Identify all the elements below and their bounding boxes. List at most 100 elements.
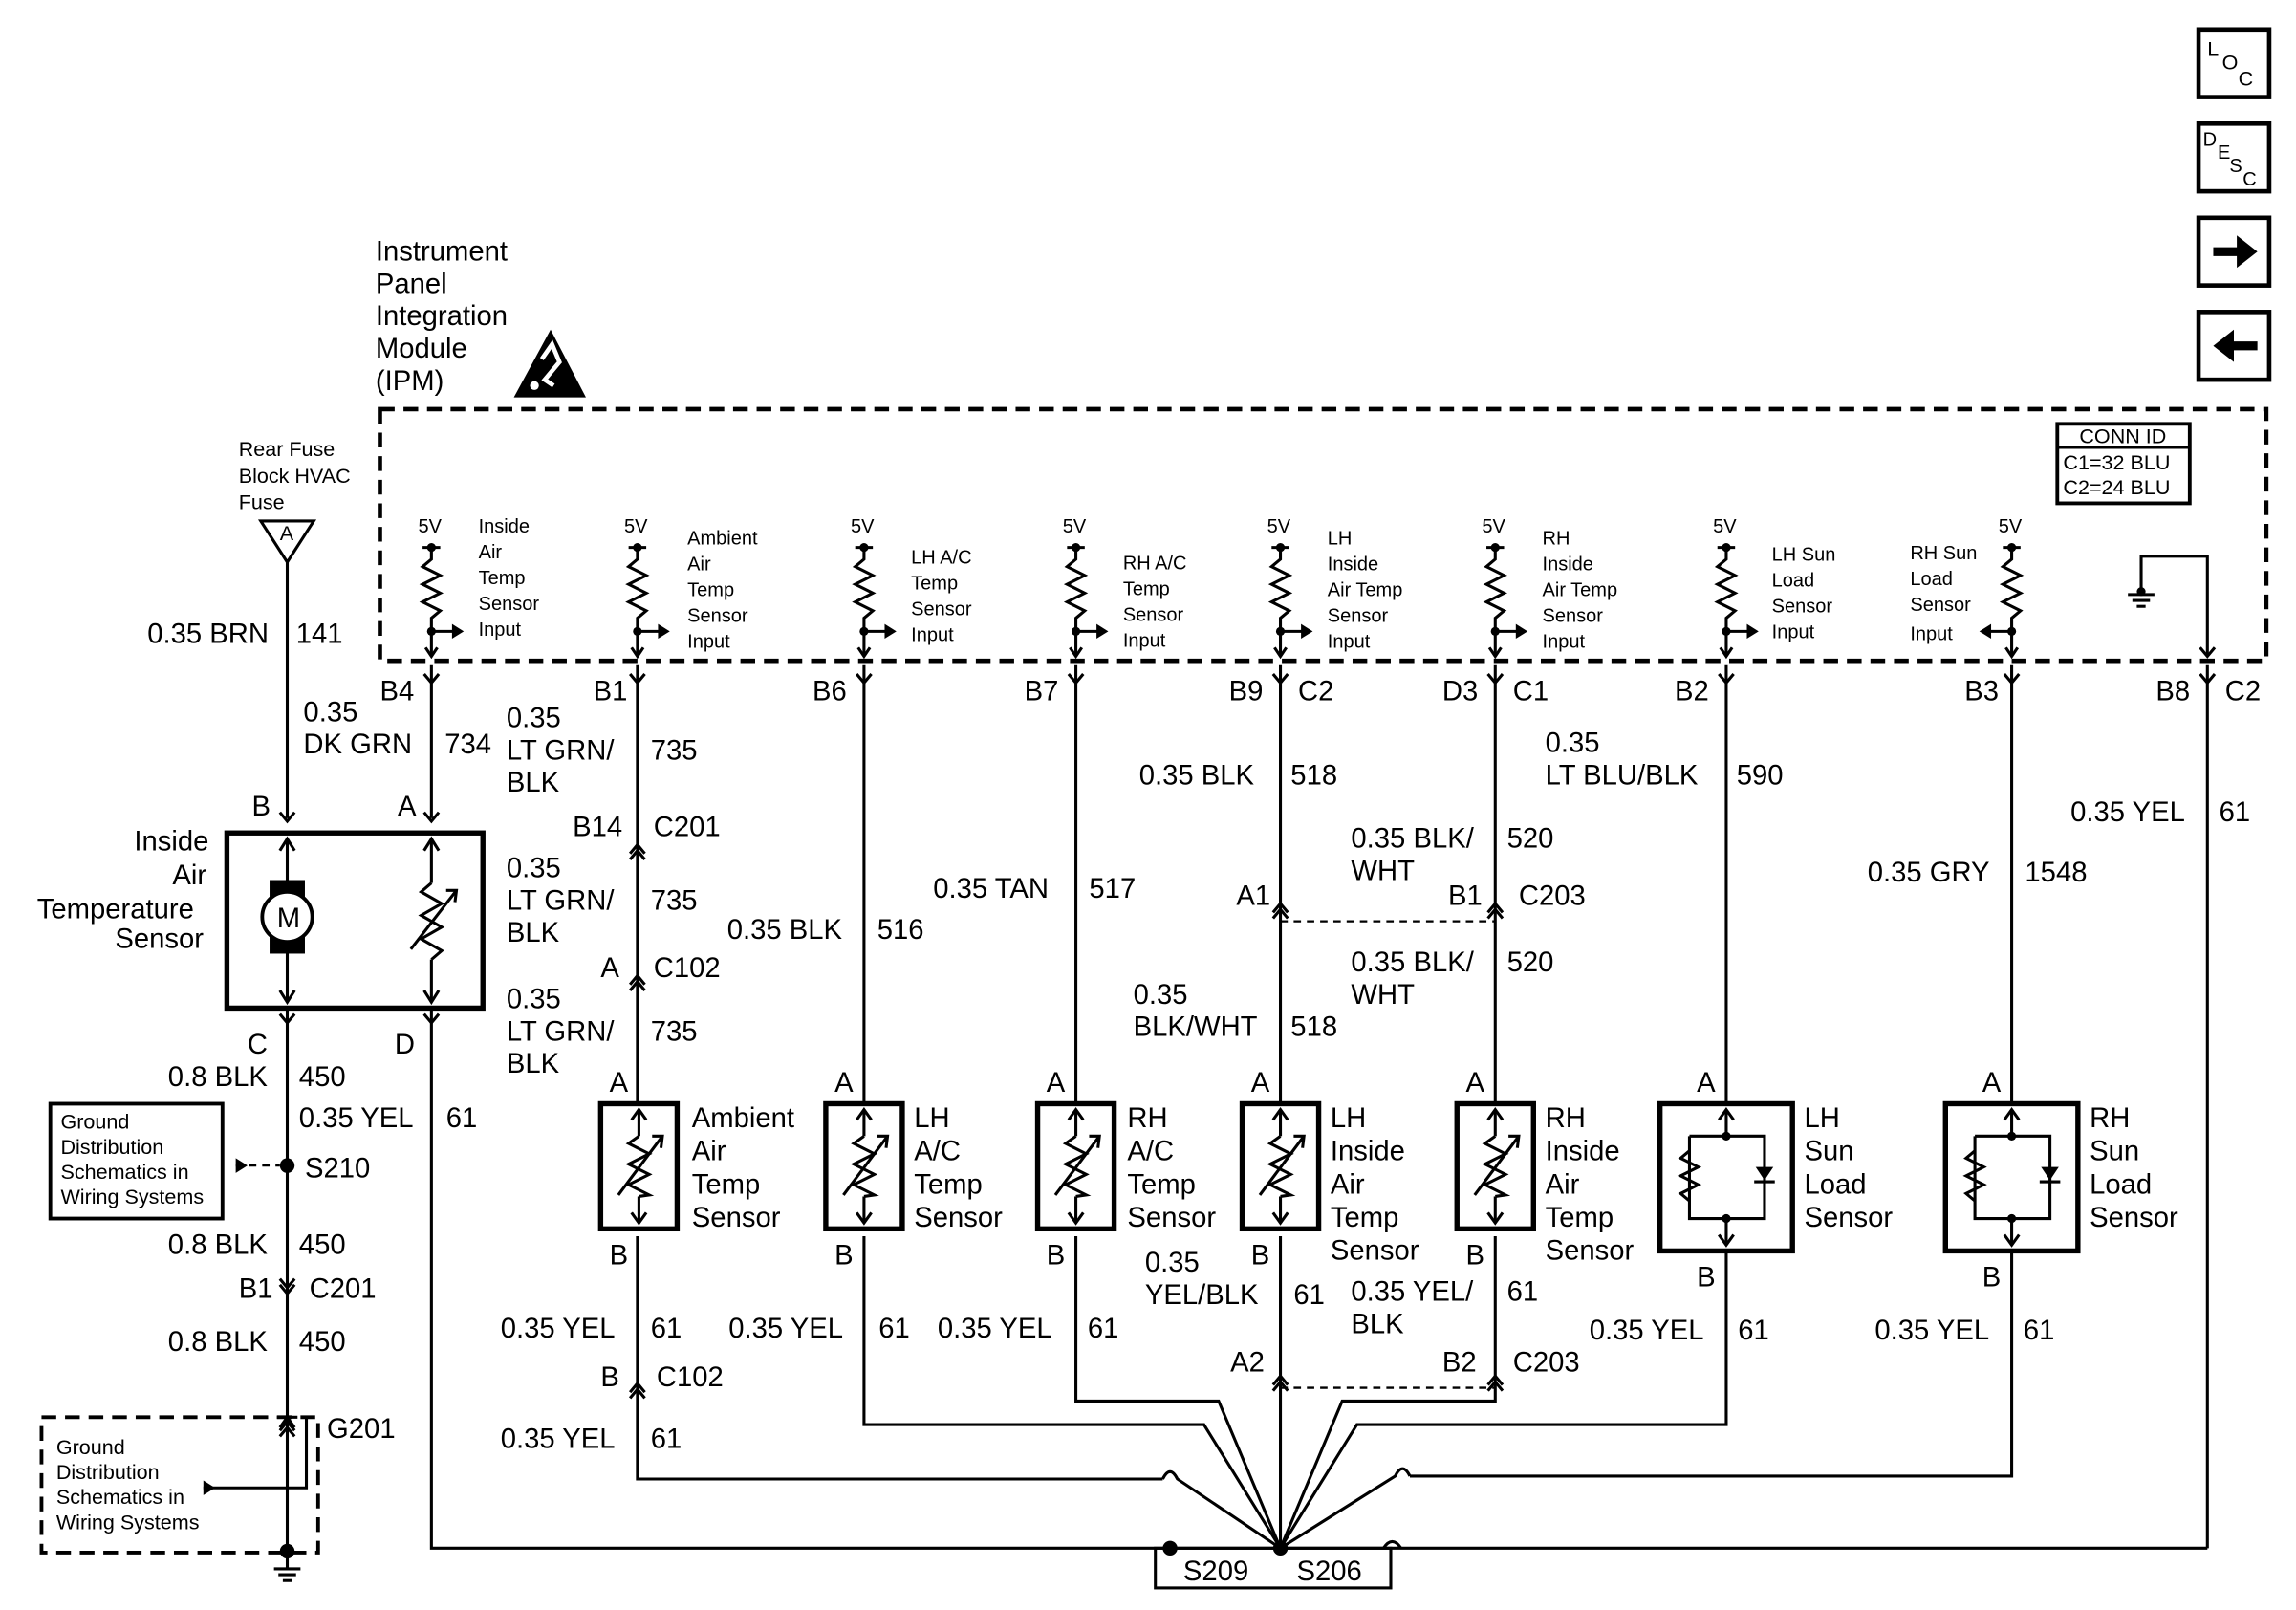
sensor-label-line: Air <box>692 1137 726 1167</box>
fuse-triangle-icon <box>257 519 317 565</box>
photodiode-icon <box>2041 1166 2059 1181</box>
input-label-line: Air Temp <box>1328 579 1403 600</box>
input-label-line: Sensor <box>1543 605 1604 626</box>
input-label-line: LH Sun <box>1772 544 1836 565</box>
svg-text:A: A <box>600 953 619 984</box>
sensor-label-line: RH <box>1127 1103 1167 1134</box>
svg-text:61: 61 <box>1738 1316 1769 1346</box>
sensor-label-line: Sensor <box>2090 1203 2178 1233</box>
connector-chevron <box>1486 1380 1505 1392</box>
input-label-line: Load <box>1910 569 1953 590</box>
input-label-line: LH <box>1328 529 1353 550</box>
pin-label: B <box>1047 1240 1065 1271</box>
arrow-right-icon <box>658 623 670 640</box>
pin-label: A <box>1982 1068 2002 1099</box>
sensor-label-line: Sensor <box>1546 1236 1635 1267</box>
connector-chevron <box>422 1012 441 1026</box>
ground-reference-box-2: Ground Distribution Schematics in Wiring… <box>39 1414 320 1559</box>
svg-text:0.35 YEL: 0.35 YEL <box>2070 797 2185 828</box>
fuse-source: Rear Fuse Block HVAC Fuse A <box>239 437 351 565</box>
photodiode-icon <box>1755 1166 1774 1181</box>
pin-label: B <box>1697 1262 1716 1293</box>
svg-text:0.35 BRN: 0.35 BRN <box>147 620 269 650</box>
input-label-line: Inside <box>479 516 530 537</box>
svg-text:520: 520 <box>1507 824 1554 855</box>
svg-text:Block HVAC: Block HVAC <box>239 464 351 488</box>
svg-text:BLK/WHT: BLK/WHT <box>1134 1012 1258 1043</box>
input-label-line: Sensor <box>479 594 540 615</box>
pin-b8: B8 <box>2155 677 2190 707</box>
sensor-label-line: Air <box>1546 1169 1580 1200</box>
next-page-button[interactable] <box>2196 215 2272 288</box>
svg-text:Air: Air <box>172 860 206 891</box>
pin-label: A <box>1465 1068 1484 1099</box>
desc-button[interactable]: D E S C <box>2196 120 2272 194</box>
connector-chevron <box>278 1012 296 1026</box>
connector-chevron <box>278 1419 296 1432</box>
input-label-line: Input <box>1123 631 1166 652</box>
connector-chevron <box>422 811 441 824</box>
input-label-line: RH A/C <box>1123 554 1187 575</box>
svg-text:61: 61 <box>2024 1316 2055 1346</box>
input-label-line: Inside <box>1328 554 1378 575</box>
connector-chevron <box>1271 906 1289 920</box>
svg-text:0.35: 0.35 <box>507 853 561 883</box>
svg-text:WHT: WHT <box>1351 980 1415 1011</box>
connector-chevron <box>1271 1373 1289 1386</box>
input-label-line: Air Temp <box>1543 579 1618 600</box>
svg-text:Wiring Systems: Wiring Systems <box>60 1185 204 1208</box>
connector-chevron <box>856 673 873 685</box>
loc-button[interactable]: L O C <box>2196 27 2272 99</box>
loc-letter-o: O <box>2222 50 2239 74</box>
svg-text:S206: S206 <box>1296 1556 1361 1587</box>
supply-5v-label: 5V <box>419 516 443 537</box>
svg-text:0.35: 0.35 <box>1145 1248 1200 1278</box>
input-label-line: Sensor <box>1328 605 1389 626</box>
svg-text:0.35: 0.35 <box>303 697 357 728</box>
pin-label: B <box>610 1240 629 1271</box>
arrow-right-icon <box>1746 623 1759 640</box>
svg-text:735: 735 <box>651 1016 698 1047</box>
svg-text:Rear Fuse: Rear Fuse <box>239 437 336 461</box>
pin-b4: B4 <box>379 677 414 707</box>
svg-text:516: 516 <box>877 915 924 946</box>
svg-text:0.35: 0.35 <box>1546 729 1600 759</box>
sensor-label-line: Temp <box>1331 1203 1399 1233</box>
pin-b6: B6 <box>812 677 847 707</box>
svg-text:0.8 BLK: 0.8 BLK <box>168 1062 269 1093</box>
ipm-pin-labels: B4 B1 B6 B7 B9 C2 D3 C1 B2 B3 B8 C2 <box>379 677 2261 707</box>
svg-text:Instrument: Instrument <box>376 236 508 267</box>
connector-chevron <box>1271 1380 1289 1392</box>
supply-5v-label: 5V <box>624 516 648 537</box>
arrow-right-icon <box>1301 623 1313 640</box>
connector-chevron <box>278 1425 296 1438</box>
svg-text:S210: S210 <box>305 1153 370 1184</box>
svg-text:450: 450 <box>299 1229 346 1260</box>
svg-text:590: 590 <box>1737 760 1784 791</box>
sensor-label-line: Sensor <box>1127 1203 1216 1233</box>
svg-text:Schematics in: Schematics in <box>60 1160 188 1184</box>
sensor-label-line: Sun <box>1805 1137 1854 1167</box>
chassis-ground-icon <box>273 1551 301 1582</box>
svg-text:0.8 BLK: 0.8 BLK <box>168 1229 269 1260</box>
supply-5v-label: 5V <box>851 516 875 537</box>
resistor-icon <box>1962 1149 1987 1203</box>
svg-text:Fuse: Fuse <box>239 490 285 514</box>
sensor-label-line: Sensor <box>914 1203 1003 1233</box>
previous-page-button[interactable] <box>2196 310 2272 382</box>
inside-air-temperature-sensor: Inside Air Temperature Sensor B A C D M <box>37 792 486 1060</box>
svg-text:B: B <box>252 792 271 822</box>
connector-chevron <box>1067 673 1085 685</box>
desc-letter-d: D <box>2203 129 2217 150</box>
connector-chevron <box>422 673 441 685</box>
connector-chevron <box>1486 1373 1505 1386</box>
